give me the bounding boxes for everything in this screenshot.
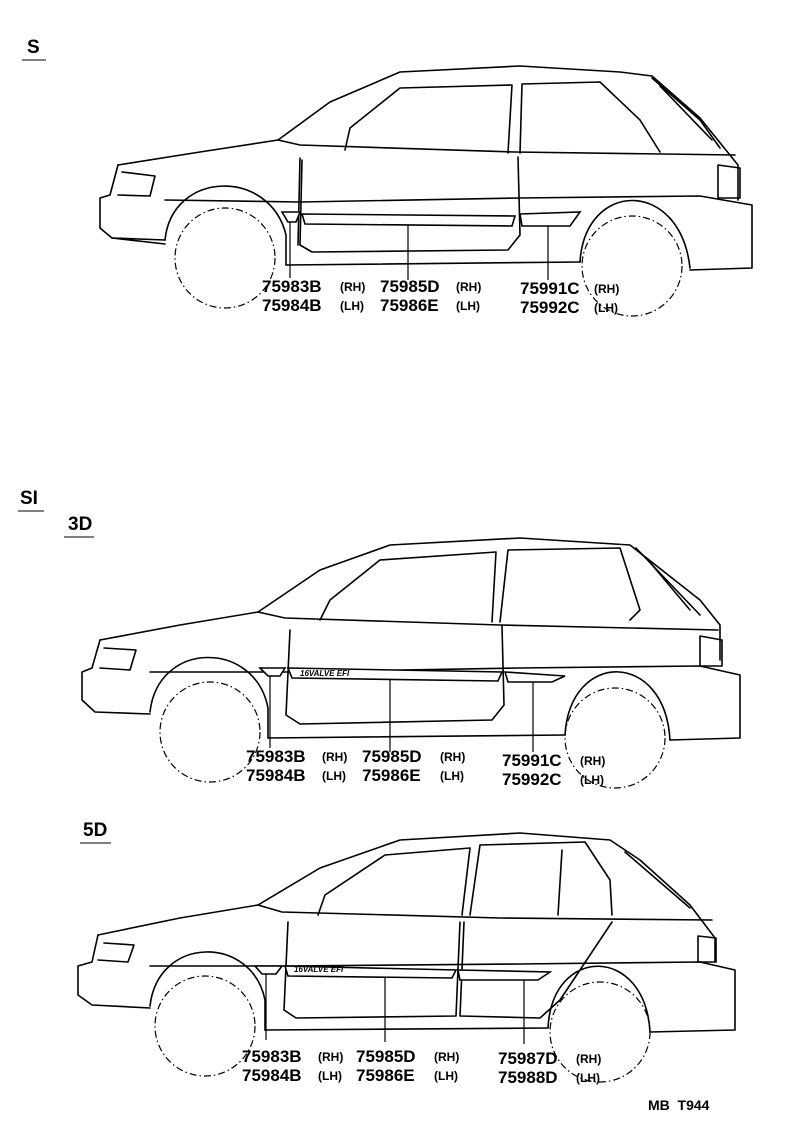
section-label-3d: 3D: [68, 514, 92, 535]
car-s-3door: [99, 65, 753, 317]
si3-p2-lh-side: (LH): [440, 769, 464, 783]
si5-p3-lh-side: (LH): [576, 1071, 600, 1085]
car-si-3door: [81, 537, 741, 789]
si5-p1-rh-side: (RH): [318, 1050, 343, 1064]
si5-p1-lh-number: 75984B: [242, 1066, 302, 1085]
si5-p2-rh-number: 75985D: [356, 1047, 416, 1066]
si5-p1-lh-side: (LH): [318, 1069, 342, 1083]
si5-emblem-text: 16VALVE EFI: [294, 965, 344, 974]
s-p1-lh-number: 75984B: [262, 296, 322, 315]
si5-p3-rh-number: 75987D: [498, 1049, 558, 1068]
s-p3-rh-side: (RH): [594, 282, 619, 296]
si3-emblem-text: 16VALVE EFI: [300, 669, 350, 678]
s-p2-rh-number: 75985D: [380, 277, 440, 296]
si3-p1-rh-number: 75983B: [246, 747, 306, 766]
si5-p2-lh-side: (LH): [434, 1069, 458, 1083]
si3-p1-lh-number: 75984B: [246, 766, 306, 785]
reference-code: MB T944: [648, 1097, 710, 1113]
section-label-si: SI: [20, 488, 38, 509]
s-p2-rh-side: (RH): [456, 280, 481, 294]
s-p2-lh-side: (LH): [456, 299, 480, 313]
si5-p2-rh-side: (RH): [434, 1050, 459, 1064]
section-label-s: S: [27, 37, 40, 58]
car-si-5door: [77, 832, 736, 1083]
s-p1-rh-number: 75983B: [262, 277, 322, 296]
si3-p1-rh-side: (RH): [322, 750, 347, 764]
si5-p2-lh-number: 75986E: [356, 1066, 415, 1085]
si3-p1-lh-side: (LH): [322, 769, 346, 783]
s-p3-rh-number: 75991C: [520, 279, 580, 298]
si3-p3-lh-number: 75992C: [502, 770, 562, 789]
si3-p3-lh-side: (LH): [580, 773, 604, 787]
s-p1-rh-side: (RH): [340, 280, 365, 294]
s-p1-lh-side: (LH): [340, 299, 364, 313]
section-label-5d: 5D: [83, 820, 107, 841]
si5-p3-lh-number: 75988D: [498, 1068, 558, 1087]
s-p2-lh-number: 75986E: [380, 296, 439, 315]
s-p3-lh-number: 75992C: [520, 298, 580, 317]
si3-p3-rh-number: 75991C: [502, 751, 562, 770]
si3-p2-rh-number: 75985D: [362, 747, 422, 766]
si5-p1-rh-number: 75983B: [242, 1047, 302, 1066]
si3-p2-rh-side: (RH): [440, 750, 465, 764]
si5-p3-rh-side: (RH): [576, 1052, 601, 1066]
s-p3-lh-side: (LH): [594, 301, 618, 315]
si3-p2-lh-number: 75986E: [362, 766, 421, 785]
si3-p3-rh-side: (RH): [580, 754, 605, 768]
